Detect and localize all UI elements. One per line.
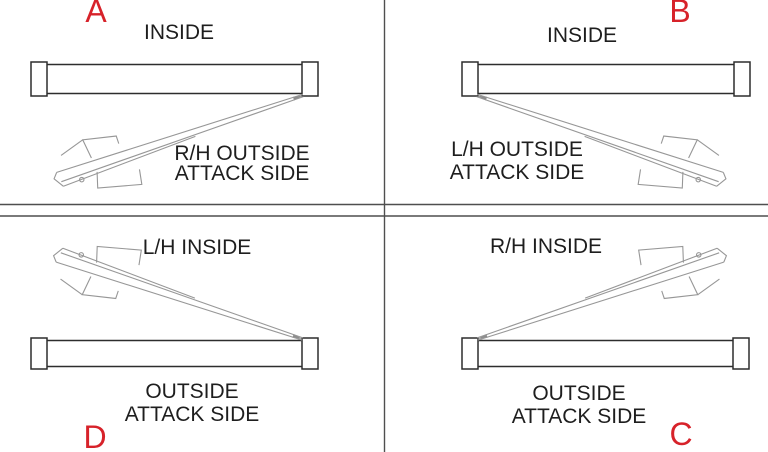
attack-side-label-c-line1: OUTSIDE [532,382,626,405]
corner-label-d: D [83,419,107,452]
inside-label-b: INSIDE [546,24,618,47]
attack-side-label-c-line2: ATTACK SIDE [511,405,647,428]
corner-label-a: A [85,0,107,29]
attack-side-label-c: OUTSIDE ATTACK SIDE [512,382,647,428]
corner-label-b: B [669,0,691,29]
door-frame-d [30,337,319,370]
attack-side-label-d-line1: OUTSIDE [145,380,239,403]
corner-label-c: C [669,416,693,452]
attack-side-label-a: R/H OUTSIDE ATTACK SIDE [174,142,310,185]
attack-side-label-b: L/H OUTSIDE ATTACK SIDE [450,138,585,184]
attack-side-label-b-line1: L/H OUTSIDE [451,138,583,161]
inside-label-c: R/H INSIDE [489,235,603,258]
inside-label-a: INSIDE [143,21,215,44]
attack-side-label-a-line2: ATTACK SIDE [174,162,310,185]
attack-side-label-d-line2: ATTACK SIDE [124,403,260,426]
attack-side-label-a-line1: R/H OUTSIDE [174,142,310,165]
door-leaf-a [44,68,315,211]
attack-side-label-d: OUTSIDE ATTACK SIDE [125,380,260,426]
door-frame-a [30,61,319,97]
door-frame-b [461,61,751,97]
attack-side-label-b-line2: ATTACK SIDE [449,161,585,184]
inside-label-d: L/H INSIDE [142,236,252,259]
door-frame-c [461,337,750,370]
